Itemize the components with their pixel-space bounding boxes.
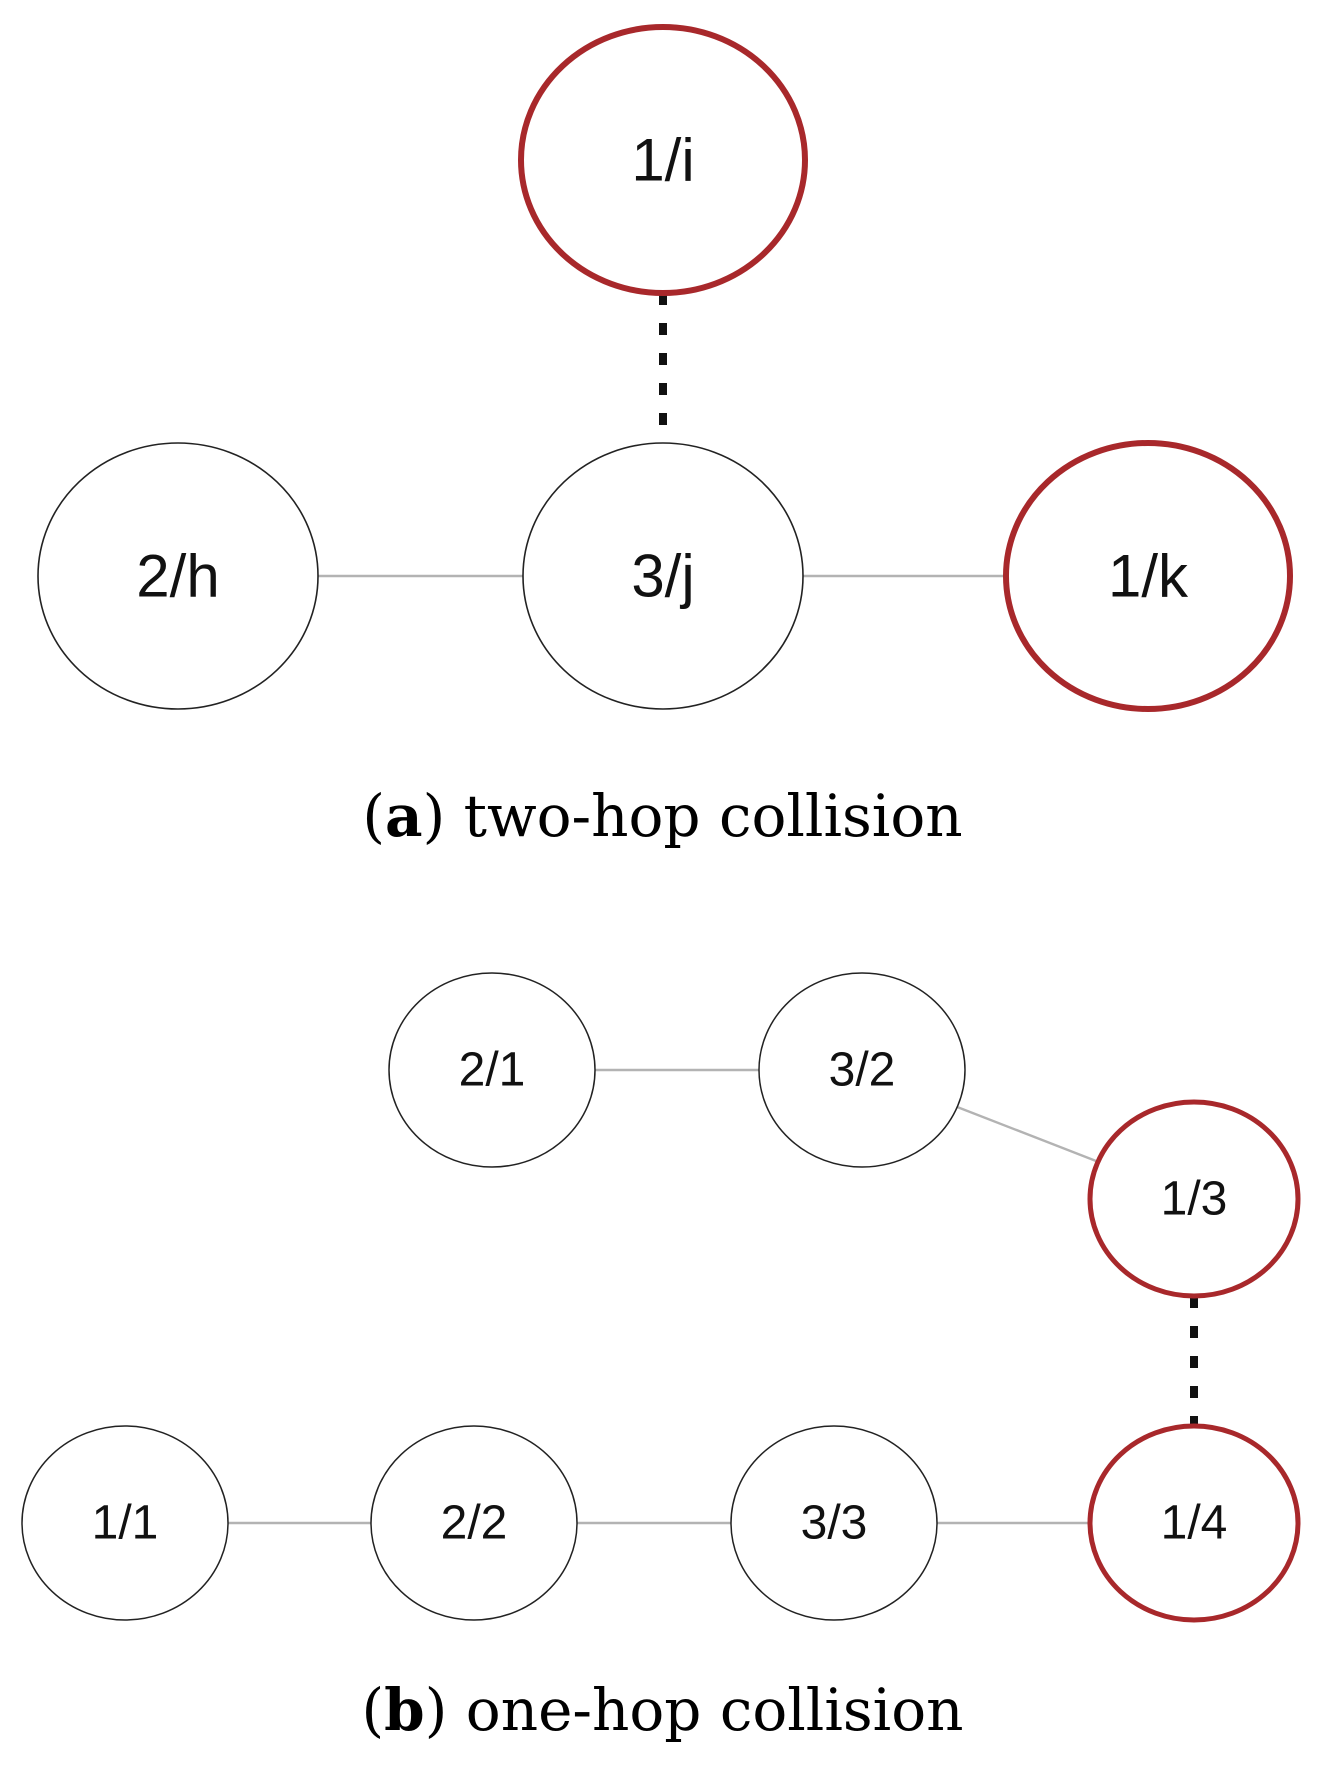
node-circle	[388, 972, 596, 1168]
node-b-32: 3/2	[758, 972, 966, 1168]
node-b-21: 2/1	[388, 972, 596, 1168]
node-circle	[730, 1425, 938, 1621]
node-circle	[1003, 440, 1293, 712]
node-circle	[370, 1425, 578, 1621]
caption-a-tag: a	[385, 782, 423, 850]
node-label: 2/2	[441, 1497, 508, 1550]
node-circle	[518, 24, 808, 296]
node-label: 1/4	[1161, 1497, 1228, 1550]
caption-b-tag: b	[384, 1676, 425, 1744]
node-a-j: 3/j	[522, 442, 804, 710]
node-circle	[522, 442, 804, 710]
node-label: 1/1	[92, 1497, 159, 1550]
caption-b-text: one-hop collision	[465, 1676, 964, 1744]
collision-node-a-k: 1/k	[1003, 440, 1293, 712]
node-b-11: 1/1	[21, 1425, 229, 1621]
node-label: 2/h	[136, 543, 219, 610]
edge-b-32-b-13	[956, 1105, 1099, 1163]
caption-a: (a) two-hop collision	[362, 782, 963, 850]
node-circle	[1087, 1099, 1301, 1299]
collision-node-b-13: 1/3	[1087, 1099, 1301, 1299]
node-label: 1/3	[1161, 1173, 1228, 1226]
collision-node-b-14: 1/4	[1087, 1423, 1301, 1623]
caption-a-text: two-hop collision	[463, 782, 963, 850]
node-circle	[1087, 1423, 1301, 1623]
collision-node-a-i: 1/i	[518, 24, 808, 296]
node-b-33: 3/3	[730, 1425, 938, 1621]
node-label: 2/1	[459, 1044, 526, 1097]
nodes-layer: 1/i 2/h 3/j 1/k 2/1 3/2 1/3 1/1 2/2 3/3 1/4	[21, 24, 1301, 1623]
node-circle	[21, 1425, 229, 1621]
node-a-h: 2/h	[37, 442, 319, 710]
node-circle	[37, 442, 319, 710]
caption-b: (b) one-hop collision	[361, 1676, 964, 1744]
node-label: 3/j	[631, 543, 694, 610]
node-circle	[758, 972, 966, 1168]
node-label: 1/i	[631, 127, 694, 194]
node-label: 3/2	[829, 1044, 896, 1097]
node-label: 3/3	[801, 1497, 868, 1550]
edges-layer	[228, 293, 1198, 1525]
node-label: 1/k	[1108, 543, 1189, 610]
node-b-22: 2/2	[370, 1425, 578, 1621]
